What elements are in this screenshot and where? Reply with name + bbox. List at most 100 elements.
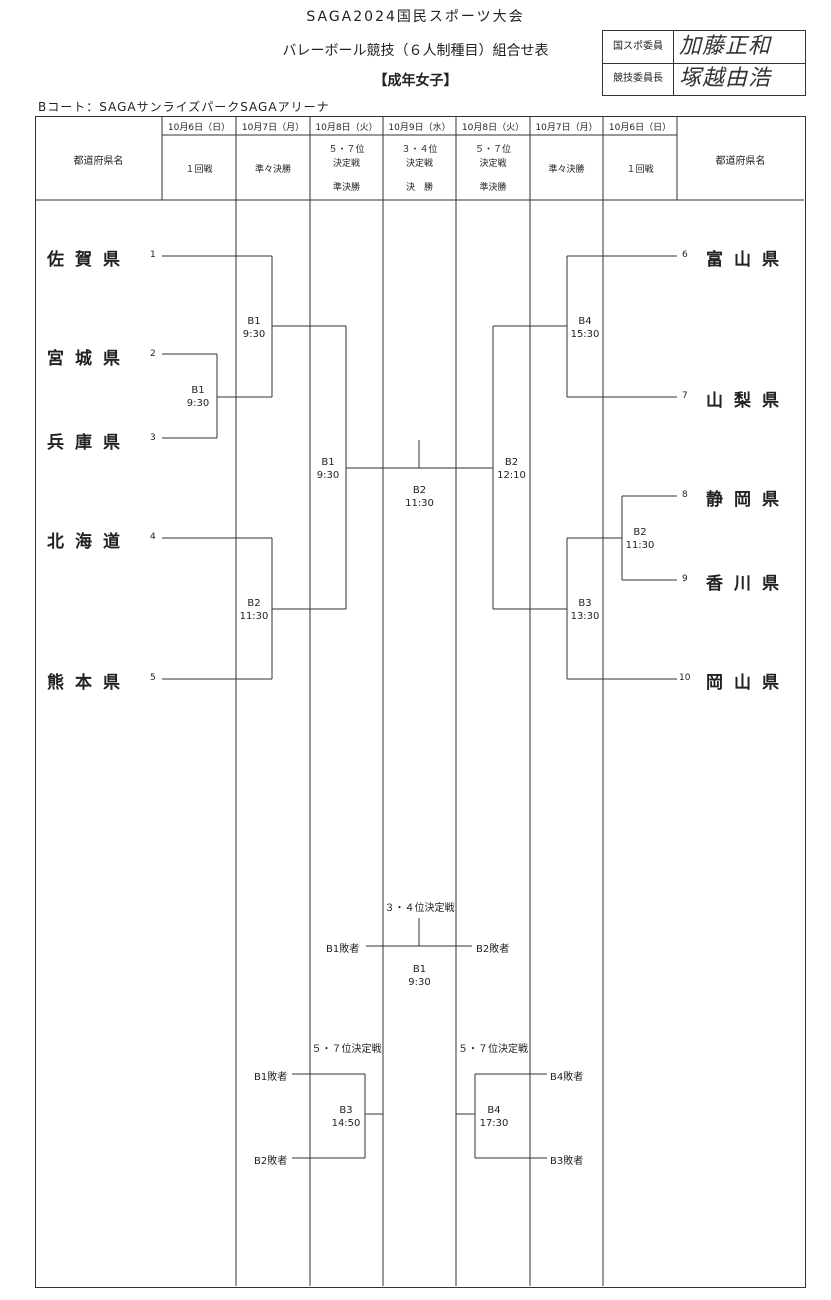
header-round-mid: 決定戦 (332, 159, 360, 169)
team-name-left: 兵庫県 (47, 433, 131, 453)
header-pref-right: 都道府県名 (715, 156, 766, 167)
match-time: 12:10 (497, 470, 526, 481)
bracket-frame (35, 116, 806, 1288)
match-court: B1 (321, 457, 335, 468)
court-label: Bコート：SAGAサンライズパークSAGAアリーナ (38, 100, 330, 114)
team-seed-left: 5 (150, 673, 156, 683)
match-time: 11:30 (405, 498, 434, 509)
category-title: 【成年女子】 (373, 73, 458, 89)
signature-box: 国スポ委員 加藤正和 競技委員長 塚越由浩 (602, 30, 806, 96)
header-round-mid: 決定戦 (405, 159, 433, 169)
match-court: B2 (247, 598, 261, 609)
match-court: B4 (487, 1105, 501, 1116)
header-round-mid: 決定戦 (479, 159, 507, 169)
match-time: 13:30 (570, 611, 600, 622)
team-seed-right: 9 (682, 574, 688, 584)
match-time: 9:30 (186, 398, 210, 409)
team-seed-right: 8 (682, 490, 688, 500)
page-title: SAGA2024国民スポーツ大会 (306, 9, 525, 25)
match-label: B3 14:50 (327, 1104, 365, 1130)
team-seed-right: 6 (682, 250, 688, 260)
match-court: B1 (191, 385, 205, 396)
match-court: B3 (339, 1105, 353, 1116)
header-round: １回戦 (626, 165, 654, 175)
match-label: B2 12:10 (493, 456, 530, 482)
header-date: 10月8日（火） (315, 123, 378, 133)
match-label: B3 13:30 (567, 597, 603, 623)
fifth-place-left-bottom-entry: B2敗者 (254, 1156, 288, 1167)
team-name-right: 香川県 (706, 574, 790, 594)
match-time: 15:30 (570, 329, 600, 340)
header-round: 準々決勝 (254, 165, 291, 175)
header-date: 10月7日（月） (535, 123, 598, 133)
team-seed-left: 3 (150, 433, 156, 443)
page-subtitle: バレーボール競技（６人制種目）組合せ表 (282, 43, 549, 59)
third-place-left-entry: B1敗者 (326, 944, 360, 955)
match-court: B2 (412, 485, 427, 496)
match-court: B4 (578, 316, 592, 327)
header-date: 10月6日（日） (608, 123, 672, 133)
header-round: １回戦 (185, 165, 213, 175)
third-place-right-entry: B2敗者 (476, 944, 510, 955)
match-label: B2 11:30 (383, 484, 456, 510)
team-name-left: 宮城県 (47, 349, 131, 369)
team-name-right: 静岡県 (706, 490, 790, 510)
fifth-place-right-bottom-entry: B3敗者 (550, 1156, 584, 1167)
match-time: 14:50 (331, 1118, 361, 1129)
fifth-place-left-top-entry: B1敗者 (254, 1072, 288, 1083)
team-name-right: 岡山県 (706, 673, 790, 693)
match-label: B1 9:30 (236, 315, 272, 341)
header-round-top: ３・４位 (401, 145, 438, 155)
signature-label: 国スポ委員 (603, 31, 674, 63)
match-label: B1 9:30 (383, 963, 456, 989)
header-round-top: ５・７位 (328, 145, 365, 155)
header-round: 決 勝 (405, 183, 433, 193)
team-name-left: 佐賀県 (47, 250, 131, 270)
team-seed-right: 10 (679, 673, 691, 683)
match-court: B2 (633, 527, 647, 538)
handwritten-signature: 塚越由浩 (679, 66, 772, 91)
match-label: B4 15:30 (567, 315, 603, 341)
signature-label: 競技委員長 (603, 63, 674, 95)
header-round: 準々決勝 (548, 165, 585, 175)
signature-row: 国スポ委員 加藤正和 (603, 31, 805, 64)
match-time: 11:30 (239, 611, 269, 622)
match-label: B4 17:30 (475, 1104, 513, 1130)
header-date: 10月6日（日） (167, 123, 231, 133)
match-court: B1 (247, 316, 261, 327)
match-label: B2 11:30 (622, 526, 658, 552)
team-name-right: 富山県 (706, 250, 790, 270)
match-time: 9:30 (316, 470, 340, 481)
header-date: 10月7日（月） (241, 123, 305, 133)
match-time: 11:30 (625, 540, 655, 551)
header-date: 10月8日（火） (461, 123, 525, 133)
team-seed-left: 2 (150, 349, 156, 359)
team-name-left: 北海道 (47, 532, 131, 552)
match-court: B2 (504, 457, 519, 468)
signature-row: 競技委員長 塚越由浩 (603, 63, 805, 95)
fifth-place-left-title: ５・７位決定戦 (311, 1044, 382, 1055)
match-label: B1 9:30 (180, 384, 216, 410)
third-place-title: ３・４位決定戦 (384, 903, 455, 914)
match-time: 17:30 (479, 1118, 509, 1129)
header-round: 準決勝 (479, 183, 507, 193)
handwritten-signature: 加藤正和 (679, 34, 772, 59)
header-date: 10月9日（水） (388, 123, 451, 133)
team-seed-right: 7 (682, 391, 688, 401)
match-label: B2 11:30 (236, 597, 272, 623)
match-label: B1 9:30 (310, 456, 346, 482)
team-seed-left: 1 (150, 250, 156, 260)
team-name-right: 山梨県 (706, 391, 790, 411)
fifth-place-right-top-entry: B4敗者 (550, 1072, 584, 1083)
header-round-top: ５・７位 (474, 145, 511, 155)
team-seed-left: 4 (150, 532, 156, 542)
header-round: 準決勝 (332, 183, 360, 193)
fifth-place-right-title: ５・７位決定戦 (458, 1044, 528, 1055)
match-court: B3 (578, 598, 592, 609)
header-pref-left: 都道府県名 (73, 156, 124, 167)
match-time: 9:30 (408, 977, 431, 988)
match-court: B1 (412, 964, 427, 975)
match-time: 9:30 (242, 329, 266, 340)
team-name-left: 熊本県 (47, 673, 131, 693)
